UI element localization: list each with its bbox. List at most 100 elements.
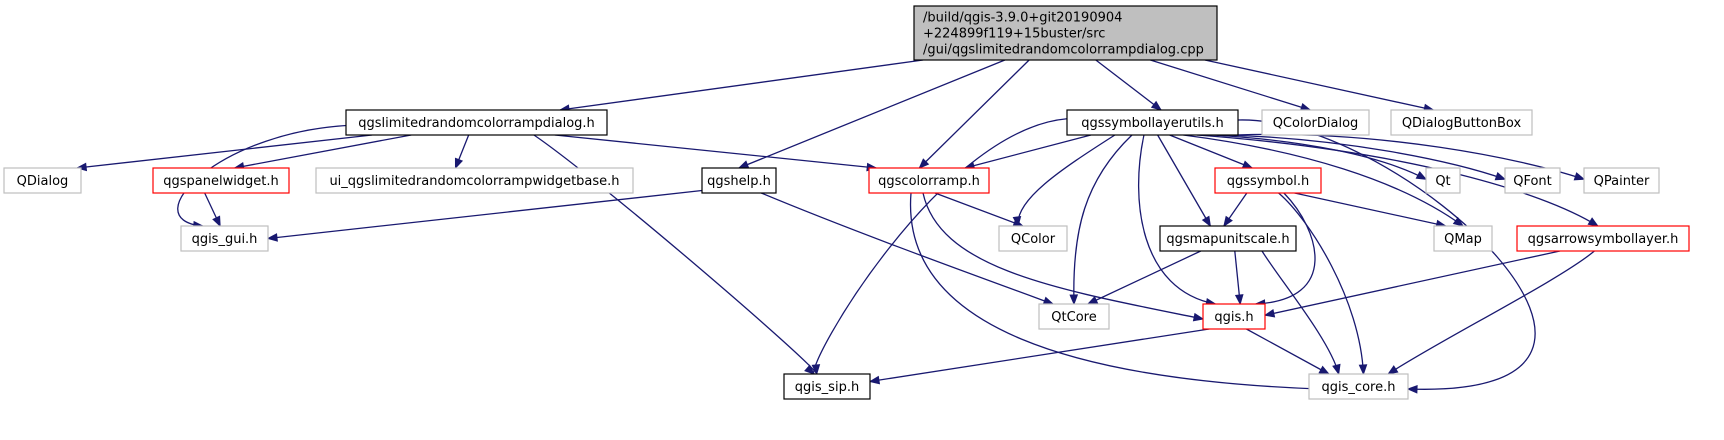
node-box: [1504, 167, 1561, 194]
edge-qgsarrowsymbollayer_h-to-qgis_core_h: [1387, 250, 1595, 375]
node-box: [1583, 167, 1660, 194]
arrowhead: [1223, 215, 1233, 228]
edge-qgslimitedrandomcolorrampdialog_h-to-qgscolorramp_h: [554, 134, 878, 172]
node-box: [1038, 303, 1110, 330]
node-root[interactable]: /build/qgis-3.9.0+git20190904+224899f119…: [913, 5, 1218, 61]
node-qgis_h[interactable]: qgis.h: [1202, 303, 1266, 330]
edge-qgssymbollayerutils_h-to-qgis_sip_h: [804, 118, 1068, 375]
node-label: qgis_gui.h: [192, 232, 258, 247]
edge-line: [918, 59, 1030, 169]
edge-line: [1255, 192, 1316, 305]
edge-qgssymbol_h-to-QMap: [1294, 192, 1447, 229]
arrowhead: [454, 157, 464, 170]
node-label: ui_qgslimitedrandomcolorrampwidgetbase.h: [329, 174, 619, 189]
edge-root-to-qgslimitedrandomcolorrampdialog_h: [558, 59, 924, 114]
node-label: qgscolorramp.h: [878, 174, 980, 189]
edge-qgssymbol_h-to-qgsmapunitscale_h: [1223, 192, 1248, 228]
edge-line: [1150, 59, 1311, 111]
edge-line: [869, 328, 1210, 383]
node-box: [1159, 225, 1297, 252]
edge-qgsmapunitscale_h-to-qgis_core_h: [1261, 250, 1341, 376]
graph-edges: [75, 59, 1599, 394]
node-label: /build/qgis-3.9.0+git20190904: [923, 11, 1122, 26]
node-label: Qt: [1435, 174, 1450, 189]
node-qgsarrowsymbollayer_h[interactable]: qgsarrowsymbollayer.h: [1516, 225, 1690, 252]
node-qgssymbollayerutils_h[interactable]: qgssymbollayerutils.h: [1066, 109, 1239, 136]
edge-line: [922, 192, 1204, 320]
edge-qgssymbollayerutils_h-to-QtCore: [1069, 134, 1133, 306]
node-box: [1202, 303, 1266, 330]
edge-line: [554, 134, 877, 169]
node-label: QtCore: [1051, 310, 1096, 325]
node-box: [1214, 167, 1322, 194]
node-QPainter: QPainter: [1583, 167, 1660, 194]
node-label: qgshelp.h: [707, 174, 771, 189]
edge-line: [1204, 59, 1434, 111]
edge-line: [559, 59, 924, 111]
node-qgssymbol_h[interactable]: qgssymbol.h: [1214, 167, 1322, 194]
edge-qgssymbollayerutils_h-to-qgssymbol_h: [1169, 134, 1254, 169]
node-QDialog: QDialog: [3, 167, 82, 194]
edge-line: [234, 134, 412, 169]
edge-line: [1224, 134, 1506, 180]
node-qgslimitedrandomcolorrampdialog_h[interactable]: qgslimitedrandomcolorrampdialog.h: [345, 109, 608, 136]
edge-line: [533, 134, 818, 375]
node-qgis_gui_h: qgis_gui.h: [180, 225, 269, 252]
arrowhead: [868, 375, 881, 385]
node-qgspanelwidget_h[interactable]: qgspanelwidget.h: [152, 167, 290, 194]
arrowhead: [1234, 294, 1244, 306]
arrowhead: [1387, 365, 1399, 375]
node-Qt: Qt: [1425, 167, 1461, 194]
edge-line: [77, 134, 373, 169]
node-qgshelp_h[interactable]: qgshelp.h: [701, 167, 777, 194]
edge-line: [1294, 192, 1446, 227]
node-label: qgspanelwidget.h: [163, 174, 279, 189]
node-label: qgsmapunitscale.h: [1166, 232, 1289, 247]
node-box: [913, 5, 1218, 61]
node-QColorDialog: QColorDialog: [1261, 109, 1370, 136]
node-label: qgslimitedrandomcolorrampdialog.h: [358, 116, 595, 131]
arrowhead: [804, 364, 816, 375]
node-QColor: QColor: [998, 225, 1068, 252]
node-box: [998, 225, 1068, 252]
edge-qgssymbollayerutils_h-to-QColor: [1012, 134, 1116, 228]
node-qgis_sip_h[interactable]: qgis_sip.h: [783, 373, 871, 400]
arrowhead: [1573, 172, 1586, 181]
node-qgscolorramp_h[interactable]: qgscolorramp.h: [868, 167, 990, 194]
edge-root-to-qgshelp_h: [737, 59, 1006, 169]
edge-qgssymbollayerutils_h-to-QFont: [1224, 134, 1507, 181]
edge-line: [1261, 250, 1340, 375]
edge-line: [813, 118, 1068, 375]
edge-root-to-qgssymbollayerutils_h: [1095, 59, 1163, 111]
edge-qgspanelwidget_h-to-qgis_gui_h: [204, 192, 221, 228]
edge-line: [738, 59, 1006, 169]
arrowhead: [1150, 100, 1163, 111]
node-label: QDialogButtonBox: [1402, 116, 1522, 131]
node-label: +224899f119+15buster/src: [923, 27, 1105, 42]
arrowhead: [1192, 312, 1205, 322]
edge-qgsmapunitscale_h-to-QtCore: [1086, 250, 1202, 305]
arrowhead: [1587, 217, 1599, 227]
node-qgsmapunitscale_h[interactable]: qgsmapunitscale.h: [1159, 225, 1297, 252]
edge-qgssymbollayerutils_h-to-qgis_core_h: [1237, 119, 1536, 394]
arrowhead: [1406, 385, 1418, 394]
graph-nodes: /build/qgis-3.9.0+git20190904+224899f119…: [3, 5, 1690, 400]
edge-line: [1169, 134, 1253, 169]
arrowhead: [1452, 216, 1465, 227]
edge-qgslimitedrandomcolorrampdialog_h-to-ui_widgetbase_h: [454, 134, 470, 170]
node-QtCore: QtCore: [1038, 303, 1110, 330]
edge-qgsarrowsymbollayer_h-to-qgis_h: [1263, 250, 1561, 318]
edge-qgshelp_h-to-qgis_gui_h: [266, 189, 703, 242]
edge-qgis_h-to-qgis_core_h: [1246, 328, 1330, 375]
edge-root-to-QColorDialog: [1150, 59, 1312, 112]
edge-line: [1212, 134, 1427, 180]
edge-line: [934, 192, 1024, 227]
node-box: [868, 167, 990, 194]
edge-qgssymbollayerutils_h-to-qgsmapunitscale_h: [1157, 134, 1211, 228]
edge-line: [1157, 134, 1211, 227]
node-box: [152, 167, 290, 194]
arrowhead: [1241, 160, 1254, 169]
node-QFont: QFont: [1504, 167, 1561, 194]
edge-qgslimitedrandomcolorrampdialog_h-to-QDialog: [75, 134, 373, 172]
